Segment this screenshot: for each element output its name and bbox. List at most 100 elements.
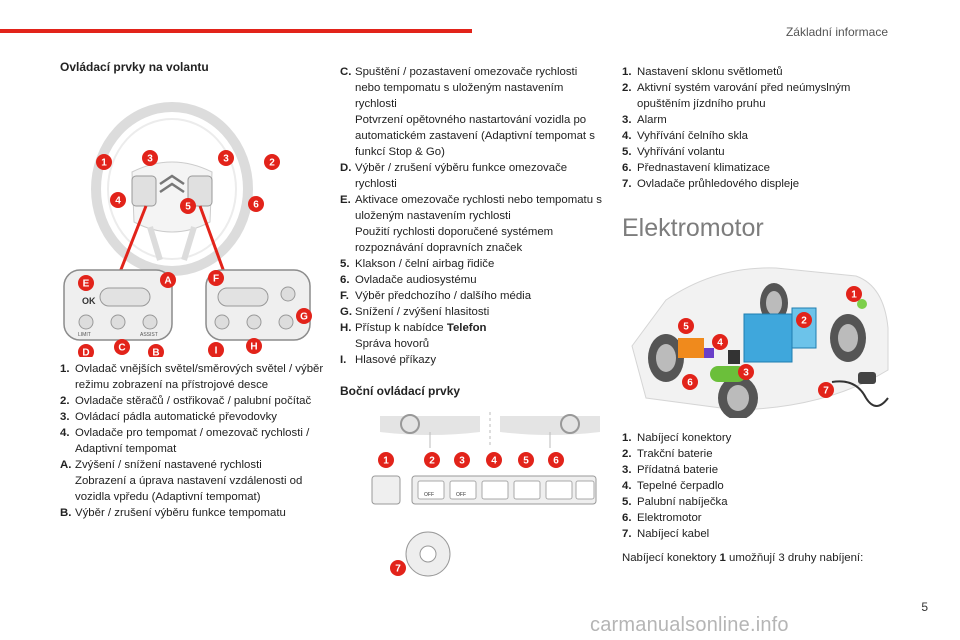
list-item: 5.Palubní nabíječka xyxy=(622,496,728,508)
pad-ok-label: OK xyxy=(82,296,96,306)
callout-badge-3-right: 3 xyxy=(218,150,234,166)
motor-badge-7: 7 xyxy=(818,382,834,398)
section-title-electric-motor: Elektromotor xyxy=(622,214,764,242)
motor-badge-1: 1 xyxy=(846,286,862,302)
svg-text:2: 2 xyxy=(801,316,807,327)
steering-controls-list: 1.Ovladač vnějších světel/směrových svět… xyxy=(60,361,330,521)
motor-badge-5: 5 xyxy=(678,318,694,334)
svg-text:B: B xyxy=(152,348,159,358)
callout-badge-5: 5 xyxy=(180,198,196,214)
side-badge-4: 4 xyxy=(486,452,502,468)
chapter-title: Základní informace xyxy=(785,25,888,39)
section-title-side-controls: Boční ovládací prvky xyxy=(340,384,461,398)
side-badge-3: 3 xyxy=(454,452,470,468)
callout-badge-1: 1 xyxy=(96,154,112,170)
column-steering-controls-cont: C.Spuštění / pozastavení omezovače rychl… xyxy=(340,64,605,586)
section-title-steering: Ovládací prvky na volantu xyxy=(60,60,209,74)
electric-motor-figure: 1 2 3 4 5 6 7 xyxy=(631,267,889,418)
list-item: 3.Přídatná baterie xyxy=(622,464,719,476)
svg-text:7: 7 xyxy=(395,564,401,575)
list-item: 1.Ovladač vnějších světel/směrových svět… xyxy=(60,363,324,391)
svg-text:5: 5 xyxy=(683,322,689,333)
svg-text:F: F xyxy=(213,274,219,285)
svg-text:C: C xyxy=(118,343,125,354)
electric-motor-list: 1.Nabíjecí konektory 2.Trakční baterie 3… xyxy=(622,430,892,542)
side-badge-2: 2 xyxy=(424,452,440,468)
wheel-rear-left xyxy=(830,314,866,362)
side-badge-1: 1 xyxy=(378,452,394,468)
motor-badge-6: 6 xyxy=(682,374,698,390)
wheel-front-right xyxy=(718,376,758,418)
wheel-front-left xyxy=(648,334,684,382)
header-accent-bar xyxy=(0,29,472,33)
svg-text:4: 4 xyxy=(717,338,723,349)
callout-badge-6: 6 xyxy=(248,196,264,212)
wheel-rear-right xyxy=(760,283,788,323)
list-item: 7.Ovladače průhledového displeje xyxy=(622,178,800,190)
steering-wheel-figure: OK LIMIT ASSIST 1 3 3 2 4 5 6 E A D C B … xyxy=(63,102,312,357)
pad-assist-label: ASSIST xyxy=(140,332,158,338)
list-item: 2.Ovladače stěračů / ostřikovač / palubn… xyxy=(60,395,312,407)
list-item: 5.Vyhřívání volantu xyxy=(622,146,725,158)
side-controls-figure: OFF OFF 1 2 3 4 5 6 7 xyxy=(371,412,600,577)
svg-text:6: 6 xyxy=(687,378,693,389)
svg-text:7: 7 xyxy=(823,386,829,397)
svg-text:G: G xyxy=(300,312,308,323)
svg-text:3: 3 xyxy=(743,368,749,379)
watermark-text: carmanualsonline.info xyxy=(590,614,789,636)
callout-badge-H: H xyxy=(246,338,262,354)
list-item: E.Aktivace omezovače rychlosti nebo temp… xyxy=(340,194,602,254)
callout-badge-B: B xyxy=(148,344,164,357)
list-item: C.Spuštění / pozastavení omezovače rychl… xyxy=(340,66,595,158)
svg-text:5: 5 xyxy=(185,202,191,213)
svg-text:1: 1 xyxy=(383,456,389,467)
svg-text:2: 2 xyxy=(269,158,275,169)
lane-off-label: OFF xyxy=(424,492,434,498)
list-item: 5.Klakson / čelní airbag řidiče xyxy=(340,258,495,270)
list-item: 4.Vyhřívání čelního skla xyxy=(622,130,749,142)
list-item: 1.Nabíjecí konektory xyxy=(622,432,732,444)
motor-badge-3: 3 xyxy=(738,364,754,380)
callout-badge-E: E xyxy=(78,275,94,291)
svg-text:2: 2 xyxy=(429,456,435,467)
svg-text:5: 5 xyxy=(523,456,529,467)
callout-badge-2: 2 xyxy=(264,154,280,170)
brand-logo-icon xyxy=(159,174,185,194)
charging-note: Nabíjecí konektory 1 umožňují 3 druhy na… xyxy=(622,552,864,564)
side-badge-7: 7 xyxy=(390,560,406,576)
svg-text:6: 6 xyxy=(553,456,559,467)
svg-text:3: 3 xyxy=(223,154,229,165)
svg-text:E: E xyxy=(83,279,90,290)
pad-limit-label: LIMIT xyxy=(78,332,91,338)
svg-text:4: 4 xyxy=(491,456,497,467)
svg-text:I: I xyxy=(215,346,218,357)
callout-badge-C: C xyxy=(114,339,130,355)
list-item: 1.Nastavení sklonu světlometů xyxy=(622,66,783,78)
svg-text:6: 6 xyxy=(253,200,259,211)
motor-badge-2: 2 xyxy=(796,312,812,328)
list-item: 6.Elektromotor xyxy=(622,512,702,524)
column-steering-controls: Ovládací prvky na volantu OK LIMIT ASSIS… xyxy=(60,60,330,521)
list-item: 4.Tepelné čerpadlo xyxy=(622,480,724,492)
svg-text:3: 3 xyxy=(459,456,465,467)
steering-controls-list-cont: C.Spuštění / pozastavení omezovače rychl… xyxy=(340,64,605,368)
svg-text:4: 4 xyxy=(115,196,121,207)
list-item: 6.Přednastavení klimatizace xyxy=(622,162,770,174)
svg-text:1: 1 xyxy=(851,290,857,301)
svg-text:H: H xyxy=(250,342,257,353)
list-item: 3.Ovládací pádla automatické převodovky xyxy=(60,411,277,423)
callout-badge-F: F xyxy=(208,270,224,286)
list-item: 6.Ovladače audiosystému xyxy=(340,274,477,286)
svg-text:1: 1 xyxy=(101,158,107,169)
list-item: I.Hlasové příkazy xyxy=(340,354,437,366)
column-side-controls-list: 1.Nastavení sklonu světlometů 2.Aktivní … xyxy=(622,64,892,192)
callout-badge-G: G xyxy=(296,308,312,324)
callout-badge-3-left: 3 xyxy=(142,150,158,166)
list-item: 3.Alarm xyxy=(622,114,667,126)
side-controls-list: 1.Nastavení sklonu světlometů 2.Aktivní … xyxy=(622,64,892,192)
list-item: G.Snížení / zvýšení hlasitosti xyxy=(340,306,490,318)
list-item: D.Výběr / zrušení výběru funkce omezovač… xyxy=(340,162,568,190)
callout-badge-D: D xyxy=(78,344,94,357)
